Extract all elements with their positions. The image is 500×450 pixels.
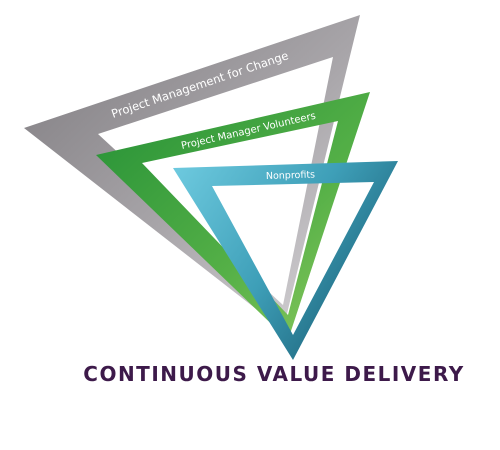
triangle-teal-frame — [173, 161, 398, 360]
triangle-label-outer: Project Management for Change — [109, 48, 290, 121]
caption-title: CONTINUOUS VALUE DELIVERY — [83, 362, 465, 386]
triangle-gray-frame — [24, 15, 360, 330]
triangle-label-inner: Nonprofits — [266, 169, 316, 182]
triangle-nonprofits: Nonprofits — [173, 161, 398, 360]
triangle-green-frame — [96, 92, 370, 340]
